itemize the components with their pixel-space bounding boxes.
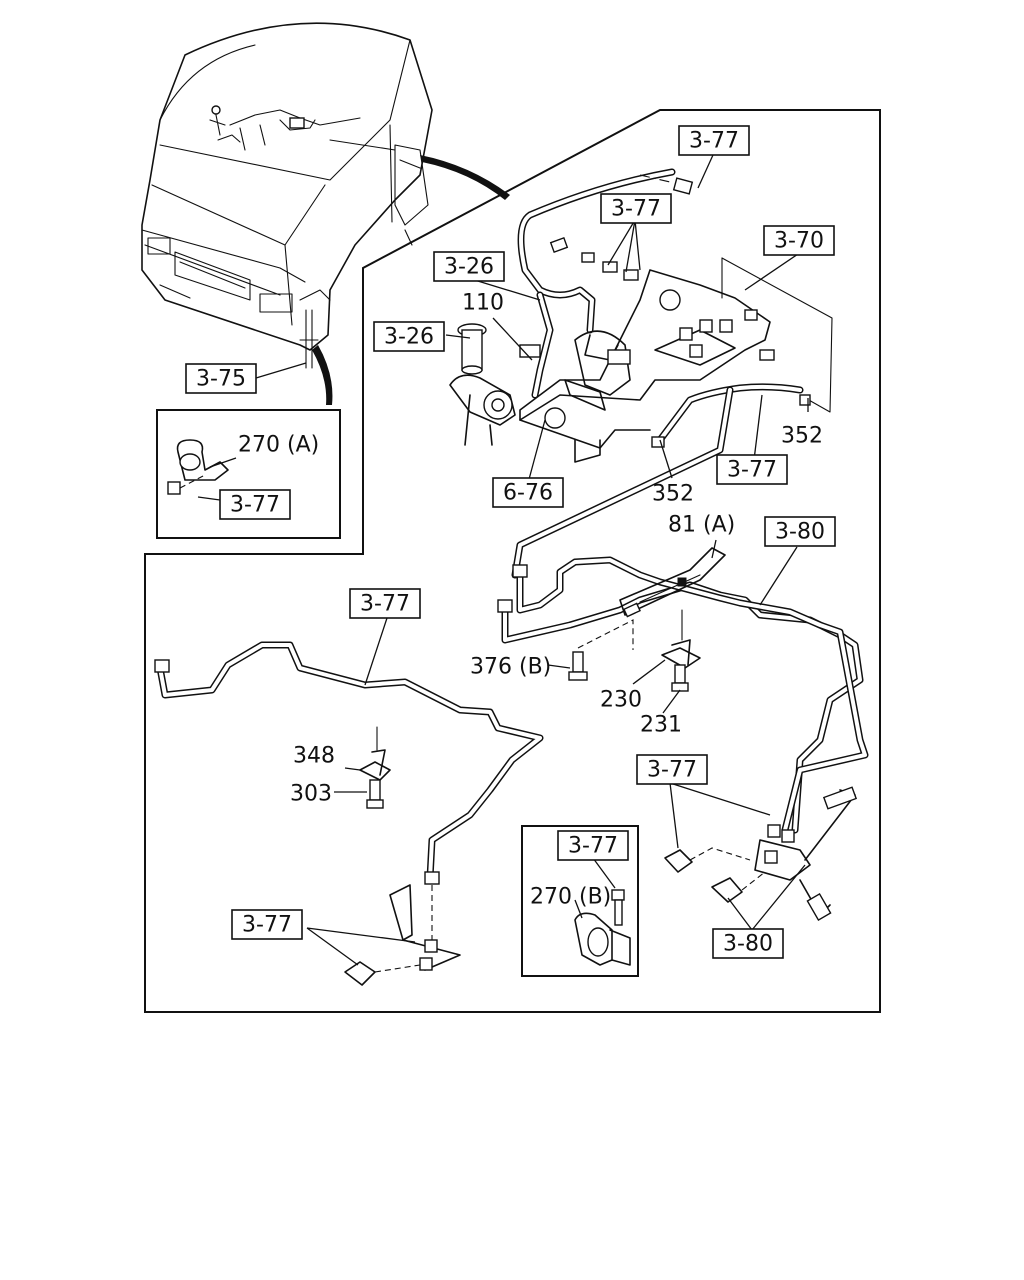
callout-3-80-top: 3-80 — [764, 516, 836, 547]
svg-text:3-75: 3-75 — [196, 367, 246, 392]
part-label-303: 303 — [290, 782, 332, 807]
callout-6-76: 6-76 — [492, 477, 564, 508]
svg-text:3-77: 3-77 — [360, 592, 410, 617]
part-label-230: 230 — [600, 688, 642, 713]
clamps-and-bolts — [167, 439, 701, 966]
callout-3-77-right: 3-77 — [716, 454, 788, 485]
pipe-assembly-center — [497, 547, 869, 921]
clamp-inset-frame — [521, 825, 639, 977]
part-label-270b: 270 (B) — [530, 885, 611, 910]
svg-text:3-77: 3-77 — [568, 834, 618, 859]
svg-text:3-80: 3-80 — [775, 520, 825, 545]
part-label-270a: 270 (A) — [238, 433, 319, 458]
callout-3-26-b: 3-26 — [373, 321, 445, 352]
part-label-352-center: 352 — [652, 482, 694, 507]
callout-3-77-left: 3-77 — [349, 588, 421, 619]
svg-text:6-76: 6-76 — [503, 481, 553, 506]
pipe-assembly-left — [154, 641, 544, 986]
svg-text:3-70: 3-70 — [774, 229, 824, 254]
main-frame — [144, 109, 881, 1013]
svg-text:3-77: 3-77 — [727, 458, 777, 483]
svg-text:3-77: 3-77 — [689, 129, 739, 154]
svg-text:3-80: 3-80 — [723, 932, 773, 957]
part-label-352-right: 352 — [781, 424, 823, 449]
callout-3-77-top: 3-77 — [678, 125, 750, 156]
callout-3-77-bottom: 3-77 — [231, 909, 303, 940]
part-label-376b: 376 (B) — [470, 655, 551, 680]
callout-3-75: 3-75 — [185, 363, 257, 394]
detail-arrow-lower — [312, 345, 333, 405]
part-label-81a: 81 (A) — [668, 513, 735, 538]
detail-arrow-upper — [420, 155, 510, 200]
svg-text:3-77: 3-77 — [230, 493, 280, 518]
callout-3-26-a: 3-26 — [433, 251, 505, 282]
svg-text:3-77: 3-77 — [647, 758, 697, 783]
callout-3-77-mid: 3-77 — [636, 754, 708, 785]
callout-3-70: 3-70 — [763, 225, 835, 256]
washer-pump-assembly — [449, 168, 833, 579]
callout-3-77-inset: 3-77 — [219, 489, 291, 520]
part-label-110: 110 — [462, 291, 504, 316]
part-label-231: 231 — [640, 713, 682, 738]
svg-text:3-77: 3-77 — [242, 913, 292, 938]
callout-3-77-upper: 3-77 — [600, 193, 672, 224]
callout-3-80-bottom: 3-80 — [712, 928, 784, 959]
inset-frame — [156, 409, 341, 539]
svg-text:3-26: 3-26 — [384, 325, 434, 350]
callout-3-77-small-box: 3-77 — [557, 830, 629, 861]
svg-text:3-77: 3-77 — [611, 197, 661, 222]
truck-cab-illustration — [141, 22, 433, 369]
part-label-348: 348 — [293, 744, 335, 769]
svg-text:3-26: 3-26 — [444, 255, 494, 280]
leader-lines — [197, 154, 809, 966]
